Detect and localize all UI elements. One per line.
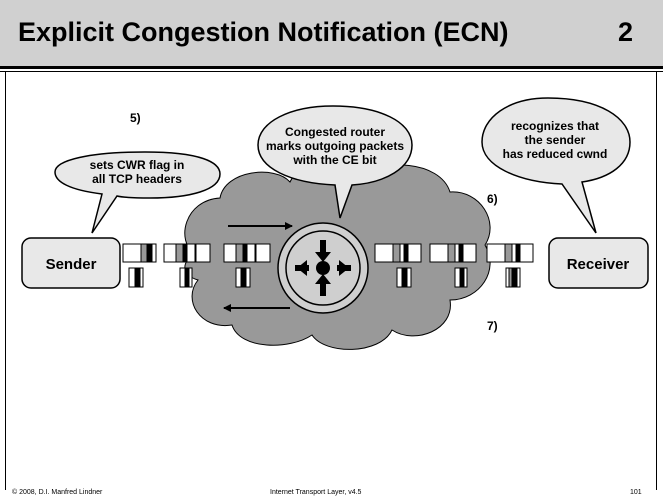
packet (223, 243, 271, 263)
receiver-callout-line-1: recognizes that (511, 119, 599, 133)
packet (486, 243, 534, 263)
sender-callout-line-1: sets CWR flag in (90, 158, 185, 172)
step-5-label: 5) (130, 111, 141, 125)
receiver-callout-bubble (481, 97, 631, 234)
router-callout-line-1: Congested router (285, 125, 385, 139)
ack-packet (396, 267, 412, 288)
footer-course: Internet Transport Layer, v4.5 (270, 489, 362, 496)
packet (374, 243, 422, 263)
step-6-label: 6) (487, 192, 498, 206)
ack-packet (505, 267, 521, 288)
title-rule (0, 66, 663, 69)
ack-packet (235, 267, 251, 288)
receiver-box (548, 237, 649, 289)
packet (429, 243, 477, 263)
router-callout-line-2: marks outgoing packets (266, 139, 404, 153)
router-callout-bubble (257, 105, 413, 219)
slide-number: 2 (617, 17, 633, 47)
packet (163, 243, 211, 263)
receiver-callout-line-2: the sender (525, 133, 586, 147)
receiver-callout-line-3: has reduced cwnd (503, 147, 608, 161)
forward-packets (122, 243, 534, 263)
ack-packet (179, 267, 193, 288)
router-callout-line-3: with the CE bit (292, 153, 376, 167)
sender-callout-bubble (54, 151, 221, 234)
ack-packets (128, 267, 521, 288)
ack-packet (128, 267, 144, 288)
title-bar (0, 0, 663, 66)
slide-title: Explicit Congestion Notification (ECN) (18, 17, 509, 47)
packet (122, 243, 157, 263)
footer-page-number: 101 (630, 489, 642, 496)
router-icon (277, 222, 369, 314)
frame-right-border (656, 72, 657, 490)
title-rule-thin (0, 71, 663, 72)
receiver-label: Receiver (567, 256, 630, 273)
footer-copyright: © 2008, D.I. Manfred Lindner (12, 489, 103, 496)
sender-callout-line-2: all TCP headers (92, 172, 182, 186)
frame-left-border (5, 72, 6, 490)
sender-box (21, 237, 121, 289)
sender-label: Sender (46, 256, 97, 273)
ack-packet (454, 267, 468, 288)
step-7-label: 7) (487, 319, 498, 333)
